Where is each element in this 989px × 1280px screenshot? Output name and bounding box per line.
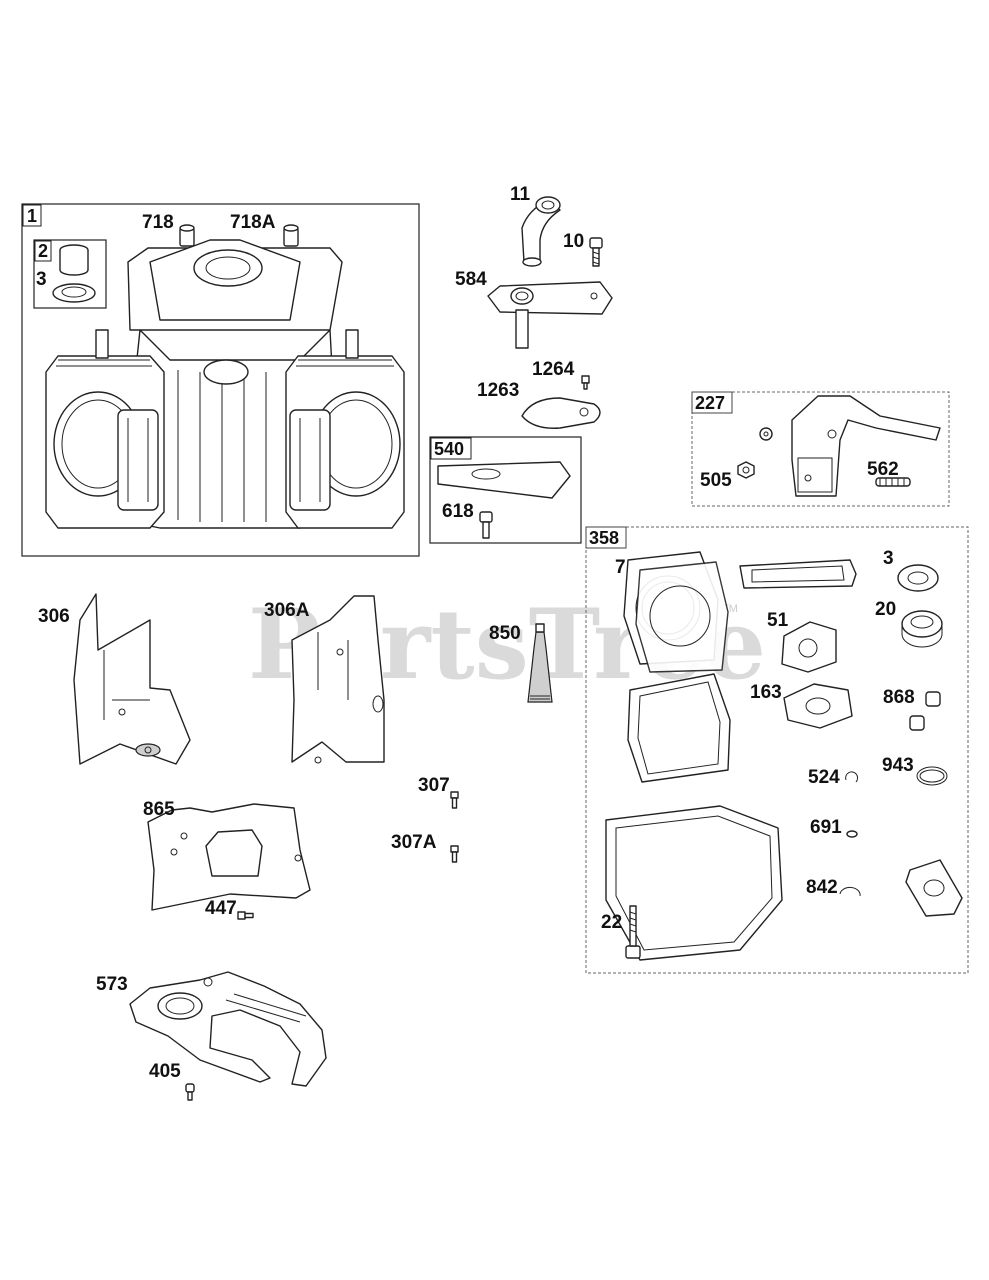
label-1264[interactable]: 1264: [532, 359, 575, 380]
part-1264-screw[interactable]: [581, 375, 590, 390]
part-10-screw[interactable]: [589, 237, 603, 267]
part-3-washer[interactable]: [897, 564, 939, 592]
label-11[interactable]: 11: [510, 184, 531, 205]
part-7-head-gasket[interactable]: [623, 551, 729, 673]
part-943-oring[interactable]: [916, 766, 948, 786]
part-307-screw[interactable]: [450, 791, 459, 809]
box-358-number: 358: [589, 528, 619, 548]
cylinder-block[interactable]: [45, 239, 405, 529]
part-573-baffle[interactable]: [129, 971, 327, 1087]
box-2-frame: [33, 239, 107, 309]
part-358-strip-gasket[interactable]: [739, 559, 857, 589]
part-718[interactable]: [179, 224, 195, 247]
part-562-bolt[interactable]: [875, 477, 911, 487]
part-447-screw[interactable]: [237, 911, 254, 920]
label-584[interactable]: 584: [455, 269, 487, 290]
part-358-valve-cover-gasket[interactable]: [627, 673, 731, 783]
label-943[interactable]: 943: [882, 755, 914, 776]
part-868-valve-seal[interactable]: [909, 691, 941, 731]
label-842[interactable]: 842: [806, 877, 838, 898]
box-227-frame: [691, 391, 950, 507]
box-227-number: 227: [695, 393, 725, 413]
box-540[interactable]: 540: [429, 436, 582, 544]
label-306[interactable]: 306: [38, 606, 70, 627]
part-227-washer[interactable]: [759, 427, 773, 441]
part-618-screw[interactable]: [479, 511, 493, 539]
label-306A[interactable]: 306A: [264, 600, 310, 621]
label-163[interactable]: 163: [750, 682, 782, 703]
part-20-seal[interactable]: [901, 610, 943, 648]
label-868[interactable]: 868: [883, 687, 915, 708]
label-307[interactable]: 307: [418, 775, 450, 796]
part-306A-air-guide[interactable]: [291, 595, 385, 764]
label-1263[interactable]: 1263: [477, 380, 519, 401]
part-842-clip[interactable]: [839, 886, 861, 897]
label-3-box2[interactable]: 3: [36, 269, 47, 290]
label-524[interactable]: 524: [808, 767, 840, 788]
box-2-number: 2: [38, 241, 48, 261]
part-540-gasket[interactable]: [437, 461, 571, 499]
label-405[interactable]: 405: [149, 1061, 181, 1082]
label-22[interactable]: 22: [601, 912, 622, 933]
part-718A[interactable]: [283, 224, 299, 247]
part-405-screw[interactable]: [185, 1083, 195, 1101]
part-11-tube[interactable]: [521, 196, 561, 267]
label-850[interactable]: 850: [489, 623, 521, 644]
label-562[interactable]: 562: [867, 459, 899, 480]
label-691[interactable]: 691: [810, 817, 842, 838]
part-1263-bracket[interactable]: [521, 397, 601, 429]
label-3-box358[interactable]: 3: [883, 548, 894, 569]
box-540-frame: [429, 436, 582, 544]
part-227-bracket[interactable]: [791, 395, 941, 497]
label-618[interactable]: 618: [442, 501, 474, 522]
box-1-number: 1: [27, 206, 37, 226]
part-358-sump-gasket[interactable]: [605, 805, 783, 961]
label-51[interactable]: 51: [767, 610, 789, 631]
part-850-sealant-tube[interactable]: [527, 623, 553, 703]
box-1-frame: [21, 203, 420, 557]
box-227[interactable]: 227: [691, 391, 950, 507]
part-505-nut[interactable]: [737, 461, 755, 479]
part-3-seal[interactable]: [52, 283, 96, 303]
box-358-frame: [585, 526, 969, 974]
part-865-cover[interactable]: [147, 803, 311, 911]
label-447[interactable]: 447: [205, 898, 237, 919]
label-10[interactable]: 10: [563, 231, 584, 252]
part-22-bolt[interactable]: [625, 905, 641, 959]
box-1[interactable]: 1: [21, 203, 420, 557]
label-573[interactable]: 573: [96, 974, 128, 995]
part-524-clip[interactable]: [845, 771, 859, 783]
part-163-gasket[interactable]: [783, 683, 853, 729]
label-307A[interactable]: 307A: [391, 832, 437, 853]
box-540-number: 540: [434, 439, 464, 459]
part-691-washer[interactable]: [846, 830, 858, 838]
label-718A[interactable]: 718A: [230, 212, 276, 233]
label-7[interactable]: 7: [615, 557, 626, 578]
box-2[interactable]: 2: [33, 239, 107, 309]
label-20[interactable]: 20: [875, 599, 896, 620]
label-718[interactable]: 718: [142, 212, 174, 233]
part-307A-screw[interactable]: [450, 845, 459, 863]
part-358-flange-gasket[interactable]: [905, 859, 963, 917]
part-2-bushing[interactable]: [59, 244, 89, 276]
label-865[interactable]: 865: [143, 799, 175, 820]
label-505[interactable]: 505: [700, 470, 732, 491]
box-358[interactable]: 358: [585, 526, 969, 974]
part-584-plate[interactable]: [487, 281, 613, 349]
part-306-air-guide[interactable]: [73, 593, 191, 765]
part-51-gasket[interactable]: [781, 621, 837, 673]
